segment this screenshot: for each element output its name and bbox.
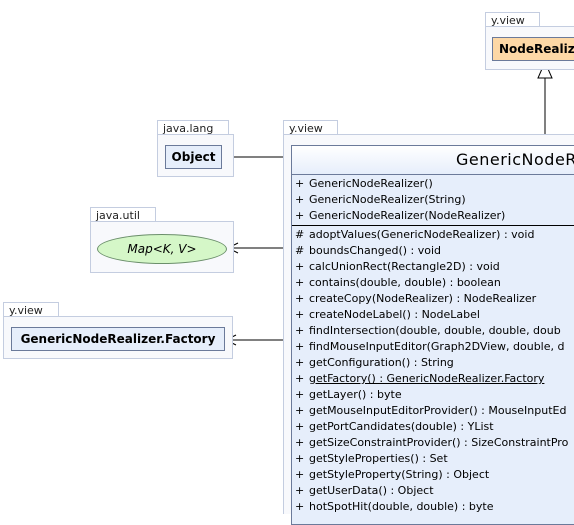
package-tab-java-lang: java.lang xyxy=(157,120,229,135)
class-title: GenericNodeRealizer xyxy=(292,146,574,175)
methods-section: # adoptValues(GenericNodeRealizer) : void… xyxy=(292,226,574,516)
method-row[interactable]: + findIntersection(double, double, double… xyxy=(295,323,574,339)
method-signature: getConfiguration() : String xyxy=(309,356,454,369)
constructor-row[interactable]: + GenericNodeRealizer(NodeRealizer) xyxy=(295,208,574,224)
visibility-marker: + xyxy=(295,308,305,321)
method-signature: getMouseInputEditorProvider() : MouseInp… xyxy=(309,404,567,417)
method-row[interactable]: + getUserData() : Object xyxy=(295,483,574,499)
visibility-marker: # xyxy=(295,244,305,257)
method-row[interactable]: # boundsChanged() : void xyxy=(295,243,574,259)
method-signature: contains(double, double) : boolean xyxy=(309,276,501,289)
constructor-signature: GenericNodeRealizer(NodeRealizer) xyxy=(309,209,506,222)
visibility-marker: + xyxy=(295,468,305,481)
constructor-signature: GenericNodeRealizer() xyxy=(309,177,433,190)
constructor-row[interactable]: + GenericNodeRealizer(String) xyxy=(295,192,574,208)
method-signature: getLayer() : byte xyxy=(309,388,402,401)
visibility-marker: + xyxy=(295,209,305,222)
method-signature: findIntersection(double, double, double,… xyxy=(309,324,561,337)
visibility-marker: + xyxy=(295,276,305,289)
method-signature: getFactory() : GenericNodeRealizer.Facto… xyxy=(309,372,545,385)
method-row[interactable]: + createCopy(NodeRealizer) : NodeRealizer xyxy=(295,291,574,307)
package-tab-yview-top: y.view xyxy=(485,12,540,27)
method-row[interactable]: + getSizeConstraintProvider() : SizeConst… xyxy=(295,435,574,451)
package-yview-left: GenericNodeRealizer.Factory xyxy=(3,316,233,359)
class-node-realizer[interactable]: NodeRealizer xyxy=(492,37,574,61)
method-signature: createNodeLabel() : NodeLabel xyxy=(309,308,480,321)
package-java-lang: Object xyxy=(157,134,234,177)
method-row[interactable]: + calcUnionRect(Rectangle2D) : void xyxy=(295,259,574,275)
method-row[interactable]: + getConfiguration() : String xyxy=(295,355,574,371)
method-row[interactable]: + getMouseInputEditorProvider() : MouseIn… xyxy=(295,403,574,419)
visibility-marker: + xyxy=(295,177,305,190)
method-signature: getSizeConstraintProvider() : SizeConstr… xyxy=(309,436,569,449)
package-yview-top: NodeRealizer xyxy=(485,26,574,70)
method-signature: getPortCandidates(double) : YList xyxy=(309,420,494,433)
package-tab-yview-main: y.view xyxy=(283,120,338,135)
method-row[interactable]: + findMouseInputEditor(Graph2DView, doubl… xyxy=(295,339,574,355)
interface-map[interactable]: Map<K, V> xyxy=(97,234,227,264)
visibility-marker: + xyxy=(295,372,305,385)
visibility-marker: + xyxy=(295,340,305,353)
method-row[interactable]: + getFactory() : GenericNodeRealizer.Fact… xyxy=(295,371,574,387)
method-row[interactable]: + getPortCandidates(double) : YList xyxy=(295,419,574,435)
method-row[interactable]: + getStyleProperties() : Set xyxy=(295,451,574,467)
class-factory[interactable]: GenericNodeRealizer.Factory xyxy=(11,327,225,351)
visibility-marker: + xyxy=(295,484,305,497)
method-row[interactable]: +hotSpotHit(double, double) : byte xyxy=(295,499,574,515)
class-generic-node-realizer[interactable]: GenericNodeRealizer + GenericNodeRealizer… xyxy=(291,145,574,525)
package-tab-yview-left: y.view xyxy=(3,302,59,317)
visibility-marker: + xyxy=(295,500,305,513)
constructors-section: + GenericNodeRealizer() + GenericNodeRealiz… xyxy=(292,175,574,226)
method-row[interactable]: # adoptValues(GenericNodeRealizer) : void xyxy=(295,227,574,243)
visibility-marker: + xyxy=(295,452,305,465)
method-signature: createCopy(NodeRealizer) : NodeRealizer xyxy=(309,292,537,305)
method-signature: getStyleProperties() : Set xyxy=(309,452,448,465)
method-signature: findMouseInputEditor(Graph2DView, double… xyxy=(309,340,565,353)
visibility-marker: + xyxy=(295,356,305,369)
method-signature: adoptValues(GenericNodeRealizer) : void xyxy=(309,228,535,241)
method-signature: calcUnionRect(Rectangle2D) : void xyxy=(309,260,500,273)
visibility-marker: + xyxy=(295,292,305,305)
method-signature: getUserData() : Object xyxy=(309,484,434,497)
class-object[interactable]: Object xyxy=(165,145,222,169)
package-java-util: Map<K, V> xyxy=(90,221,234,273)
visibility-marker: + xyxy=(295,436,305,449)
method-row[interactable]: + contains(double, double) : boolean xyxy=(295,275,574,291)
method-row[interactable]: + getStyleProperty(String) : Object xyxy=(295,467,574,483)
visibility-marker: + xyxy=(295,193,305,206)
visibility-marker: + xyxy=(295,260,305,273)
visibility-marker: + xyxy=(295,324,305,337)
visibility-marker: + xyxy=(295,420,305,433)
method-signature: boundsChanged() : void xyxy=(309,244,442,257)
inheritance-arrowhead xyxy=(537,60,553,79)
visibility-marker: + xyxy=(295,404,305,417)
constructor-row[interactable]: + GenericNodeRealizer() xyxy=(295,176,574,192)
visibility-marker: + xyxy=(295,388,305,401)
constructor-signature: GenericNodeRealizer(String) xyxy=(309,193,466,206)
method-row[interactable]: + createNodeLabel() : NodeLabel xyxy=(295,307,574,323)
package-tab-java-util: java.util xyxy=(90,207,156,222)
method-row[interactable]: + getLayer() : byte xyxy=(295,387,574,403)
visibility-marker: # xyxy=(295,228,305,241)
method-signature: getStyleProperty(String) : Object xyxy=(309,468,490,481)
